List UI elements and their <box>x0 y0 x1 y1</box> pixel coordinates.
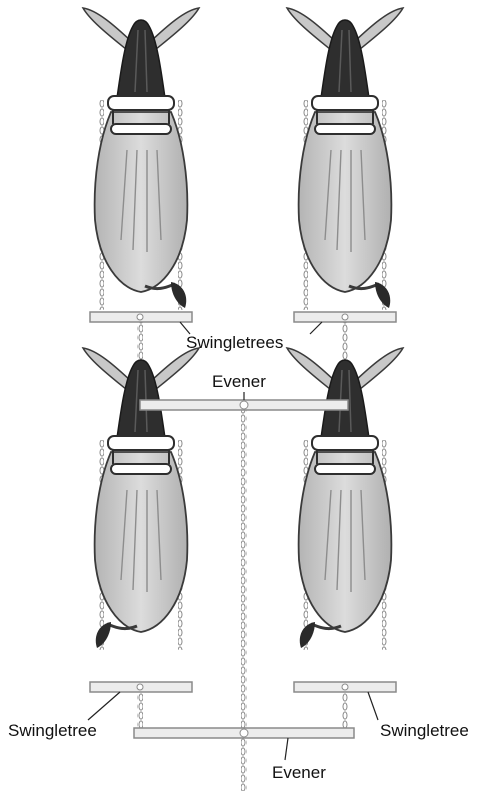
label-swingletrees-top: Swingletrees <box>186 333 283 352</box>
swingletree-bottom-left <box>90 682 192 692</box>
evener-bottom <box>134 728 354 738</box>
animal-bottom-left <box>83 348 199 650</box>
bottom-right-hitch-chain <box>342 692 348 730</box>
bottom-left-hitch-chain <box>137 692 143 730</box>
label-swingletree-left: Swingletree <box>8 721 97 740</box>
label-evener-bottom: Evener <box>272 763 326 782</box>
animal-top-left <box>83 8 199 310</box>
label-evener-top: Evener <box>212 372 266 391</box>
swingletree-bottom-right <box>294 682 396 692</box>
swingletree-top-right <box>294 312 396 322</box>
evener-top <box>140 400 348 410</box>
animal-bottom-right <box>287 348 403 650</box>
animal-top-right <box>287 8 403 310</box>
label-swingletree-right: Swingletree <box>380 721 469 740</box>
swingletree-top-left <box>90 312 192 322</box>
